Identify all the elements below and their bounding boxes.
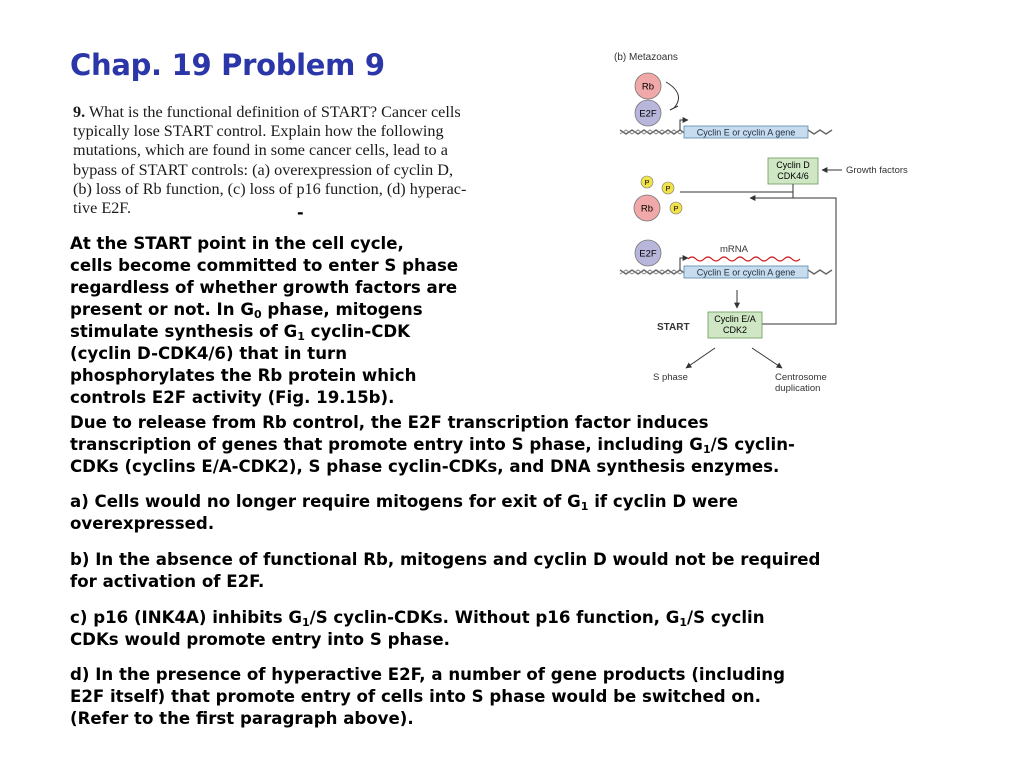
rb-label-phospho: Rb — [641, 204, 653, 215]
s-phase-arrow — [685, 347, 716, 369]
question-line: (b) loss of Rb function, (c) loss of p16… — [73, 179, 467, 198]
phosphate-2 — [661, 181, 675, 195]
panel-label: (b) Metazoans — [614, 52, 678, 63]
question-line: tive E2F. — [73, 199, 132, 218]
mrna-label: mRNA — [720, 244, 749, 255]
centrosome-label: Centrosome — [775, 372, 827, 383]
centrosome-arrow — [751, 347, 783, 369]
phosphate-1 — [640, 175, 654, 189]
svg-text:P: P — [665, 184, 670, 193]
s-phase-label: S phase — [653, 372, 688, 383]
answer-paragraph-e2f: Due to release from Rb control, the E2F … — [70, 413, 795, 476]
e2f-protein-bottom — [634, 239, 662, 267]
answer-paragraph-start: At the START point in the cell cycle, ce… — [70, 234, 459, 407]
cyclin-ea-box — [707, 311, 763, 339]
gene-box-bottom — [683, 265, 809, 279]
cell-cycle-diagram: (b) Metazoans Rb E2F Cyclin E or cyclin … — [614, 52, 908, 394]
mrna-wave — [687, 256, 801, 262]
rb-protein-top — [634, 72, 662, 100]
question-line: bypass of START controls: (a) overexpres… — [73, 160, 454, 179]
e2f-label-top: E2F — [639, 109, 657, 120]
question-line: mutations, which are found in some cance… — [73, 141, 448, 160]
cdk2-label: CDK2 — [723, 325, 747, 335]
page-title: Chap. 19 Problem 9 — [70, 48, 385, 82]
answer-d: d) In the presence of hyperactive E2F, a… — [70, 665, 785, 728]
cyclin-d-box — [767, 157, 819, 185]
question-text: 9. What is the functional definition of … — [73, 103, 528, 218]
cyclin-ea-label: Cyclin E/A — [714, 314, 756, 324]
svg-text:P: P — [673, 204, 678, 213]
phosphorylation-arrow — [680, 191, 794, 198]
e2f-label-bottom: E2F — [639, 249, 657, 260]
cdk46-label: CDK4/6 — [777, 171, 809, 181]
transcription-arrow-top — [679, 117, 689, 130]
answer-a: a) Cells would no longer require mitogen… — [70, 492, 738, 533]
question-line: 9. What is the functional definition of … — [73, 103, 461, 121]
start-label: START — [657, 322, 690, 333]
phosphate-3 — [669, 201, 683, 215]
gene-label-top: Cyclin E or cyclin A gene — [697, 128, 796, 138]
cyclin-d-label: Cyclin D — [776, 160, 810, 170]
question-number: 9. — [73, 103, 86, 121]
answer-b: b) In the absence of functional Rb, mito… — [70, 550, 821, 591]
question-line: typically lose START control. Explain ho… — [73, 122, 444, 141]
e2f-protein-top — [634, 99, 662, 127]
duplication-label: duplication — [775, 383, 820, 394]
stray-mark: - — [297, 203, 304, 222]
transcription-arrow-bottom — [679, 255, 689, 270]
gene-label-bottom: Cyclin E or cyclin A gene — [697, 268, 796, 278]
gene-box-top — [683, 125, 809, 139]
inhibition-line — [665, 81, 679, 109]
rb-protein-phosphorylated — [633, 194, 661, 222]
svg-text:P: P — [644, 178, 649, 187]
answer-c: c) p16 (INK4A) inhibits G1/S cyclin-CDKs… — [70, 608, 765, 649]
growth-factors-label: Growth factors — [846, 165, 908, 176]
rb-label-top: Rb — [642, 82, 654, 93]
